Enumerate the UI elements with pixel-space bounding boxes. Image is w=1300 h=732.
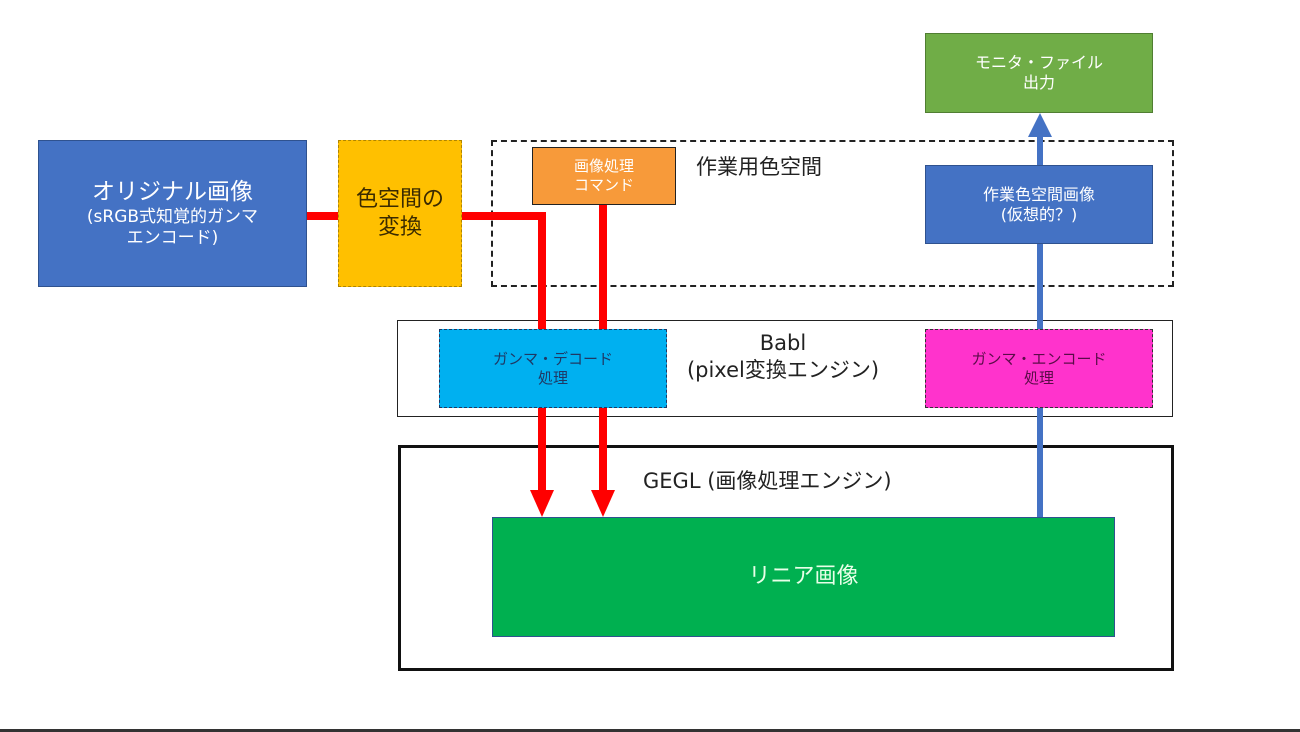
gamma-encode-label-2: 処理: [1023, 368, 1054, 387]
gamma-encode-label-1: ガンマ・エンコード: [971, 349, 1107, 368]
image-processing-command-node: 画像処理 コマンド: [532, 147, 676, 205]
bottom-divider: [0, 729, 1300, 732]
linear-image-node: リニア画像: [492, 517, 1115, 637]
original-image-subtitle-2: エンコード): [126, 227, 219, 248]
babl-engine-label: Babl (pixel変換エンジン): [668, 330, 898, 385]
conversion-label-1: 色空間の: [355, 187, 444, 212]
original-image-node: オリジナル画像 (sRGB式知覚的ガンマ エンコード): [38, 140, 307, 287]
working-color-space-label: 作業用色空間: [696, 155, 822, 179]
monitor-file-output-node: モニタ・ファイル 出力: [925, 33, 1153, 113]
arrowhead-output: [1028, 113, 1052, 137]
babl-engine-region: [397, 320, 1173, 417]
output-label-2: 出力: [1022, 73, 1055, 92]
output-label-1: モニタ・ファイル: [974, 53, 1103, 72]
gegl-engine-region: [398, 445, 1174, 671]
original-image-subtitle: (sRGB式知覚的ガンマ: [86, 206, 259, 227]
working-image-label-1: 作業色空間画像: [982, 184, 1095, 204]
conversion-label-2: 変換: [377, 214, 422, 240]
gamma-decode-label-2: 処理: [537, 368, 568, 387]
color-space-conversion-node: 色空間の 変換: [338, 140, 462, 287]
arrowhead-command: [591, 490, 615, 517]
working-space-image-node: 作業色空間画像 (仮想的？): [925, 165, 1153, 244]
linear-image-label: リニア画像: [748, 564, 859, 590]
gamma-decode-node: ガンマ・デコード 処理: [439, 329, 667, 408]
command-label-2: コマンド: [573, 176, 634, 194]
original-image-title: オリジナル画像: [92, 178, 253, 205]
gegl-engine-label: GEGL (画像処理エンジン): [643, 469, 892, 493]
babl-name: Babl: [759, 331, 807, 355]
command-label-1: 画像処理: [573, 157, 634, 176]
babl-description: (pixel変換エンジン): [686, 358, 880, 383]
gamma-encode-node: ガンマ・エンコード 処理: [925, 329, 1153, 408]
working-image-label-2: (仮想的？): [1000, 204, 1078, 224]
arrowhead-conversion: [530, 490, 554, 517]
gamma-decode-label-1: ガンマ・デコード: [492, 349, 613, 368]
